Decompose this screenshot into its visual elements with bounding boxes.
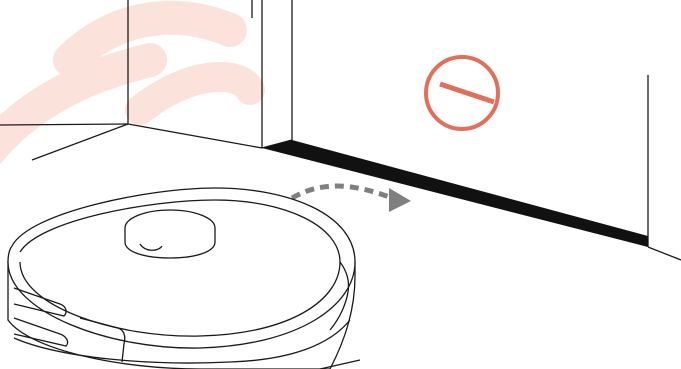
- arrow-head: [389, 188, 411, 212]
- background-watermark: [0, 18, 250, 150]
- no-entry-icon: [426, 57, 498, 129]
- lidar-turret-side: [125, 228, 215, 258]
- robot-vacuum: [8, 188, 355, 369]
- right-wall: [648, 75, 681, 260]
